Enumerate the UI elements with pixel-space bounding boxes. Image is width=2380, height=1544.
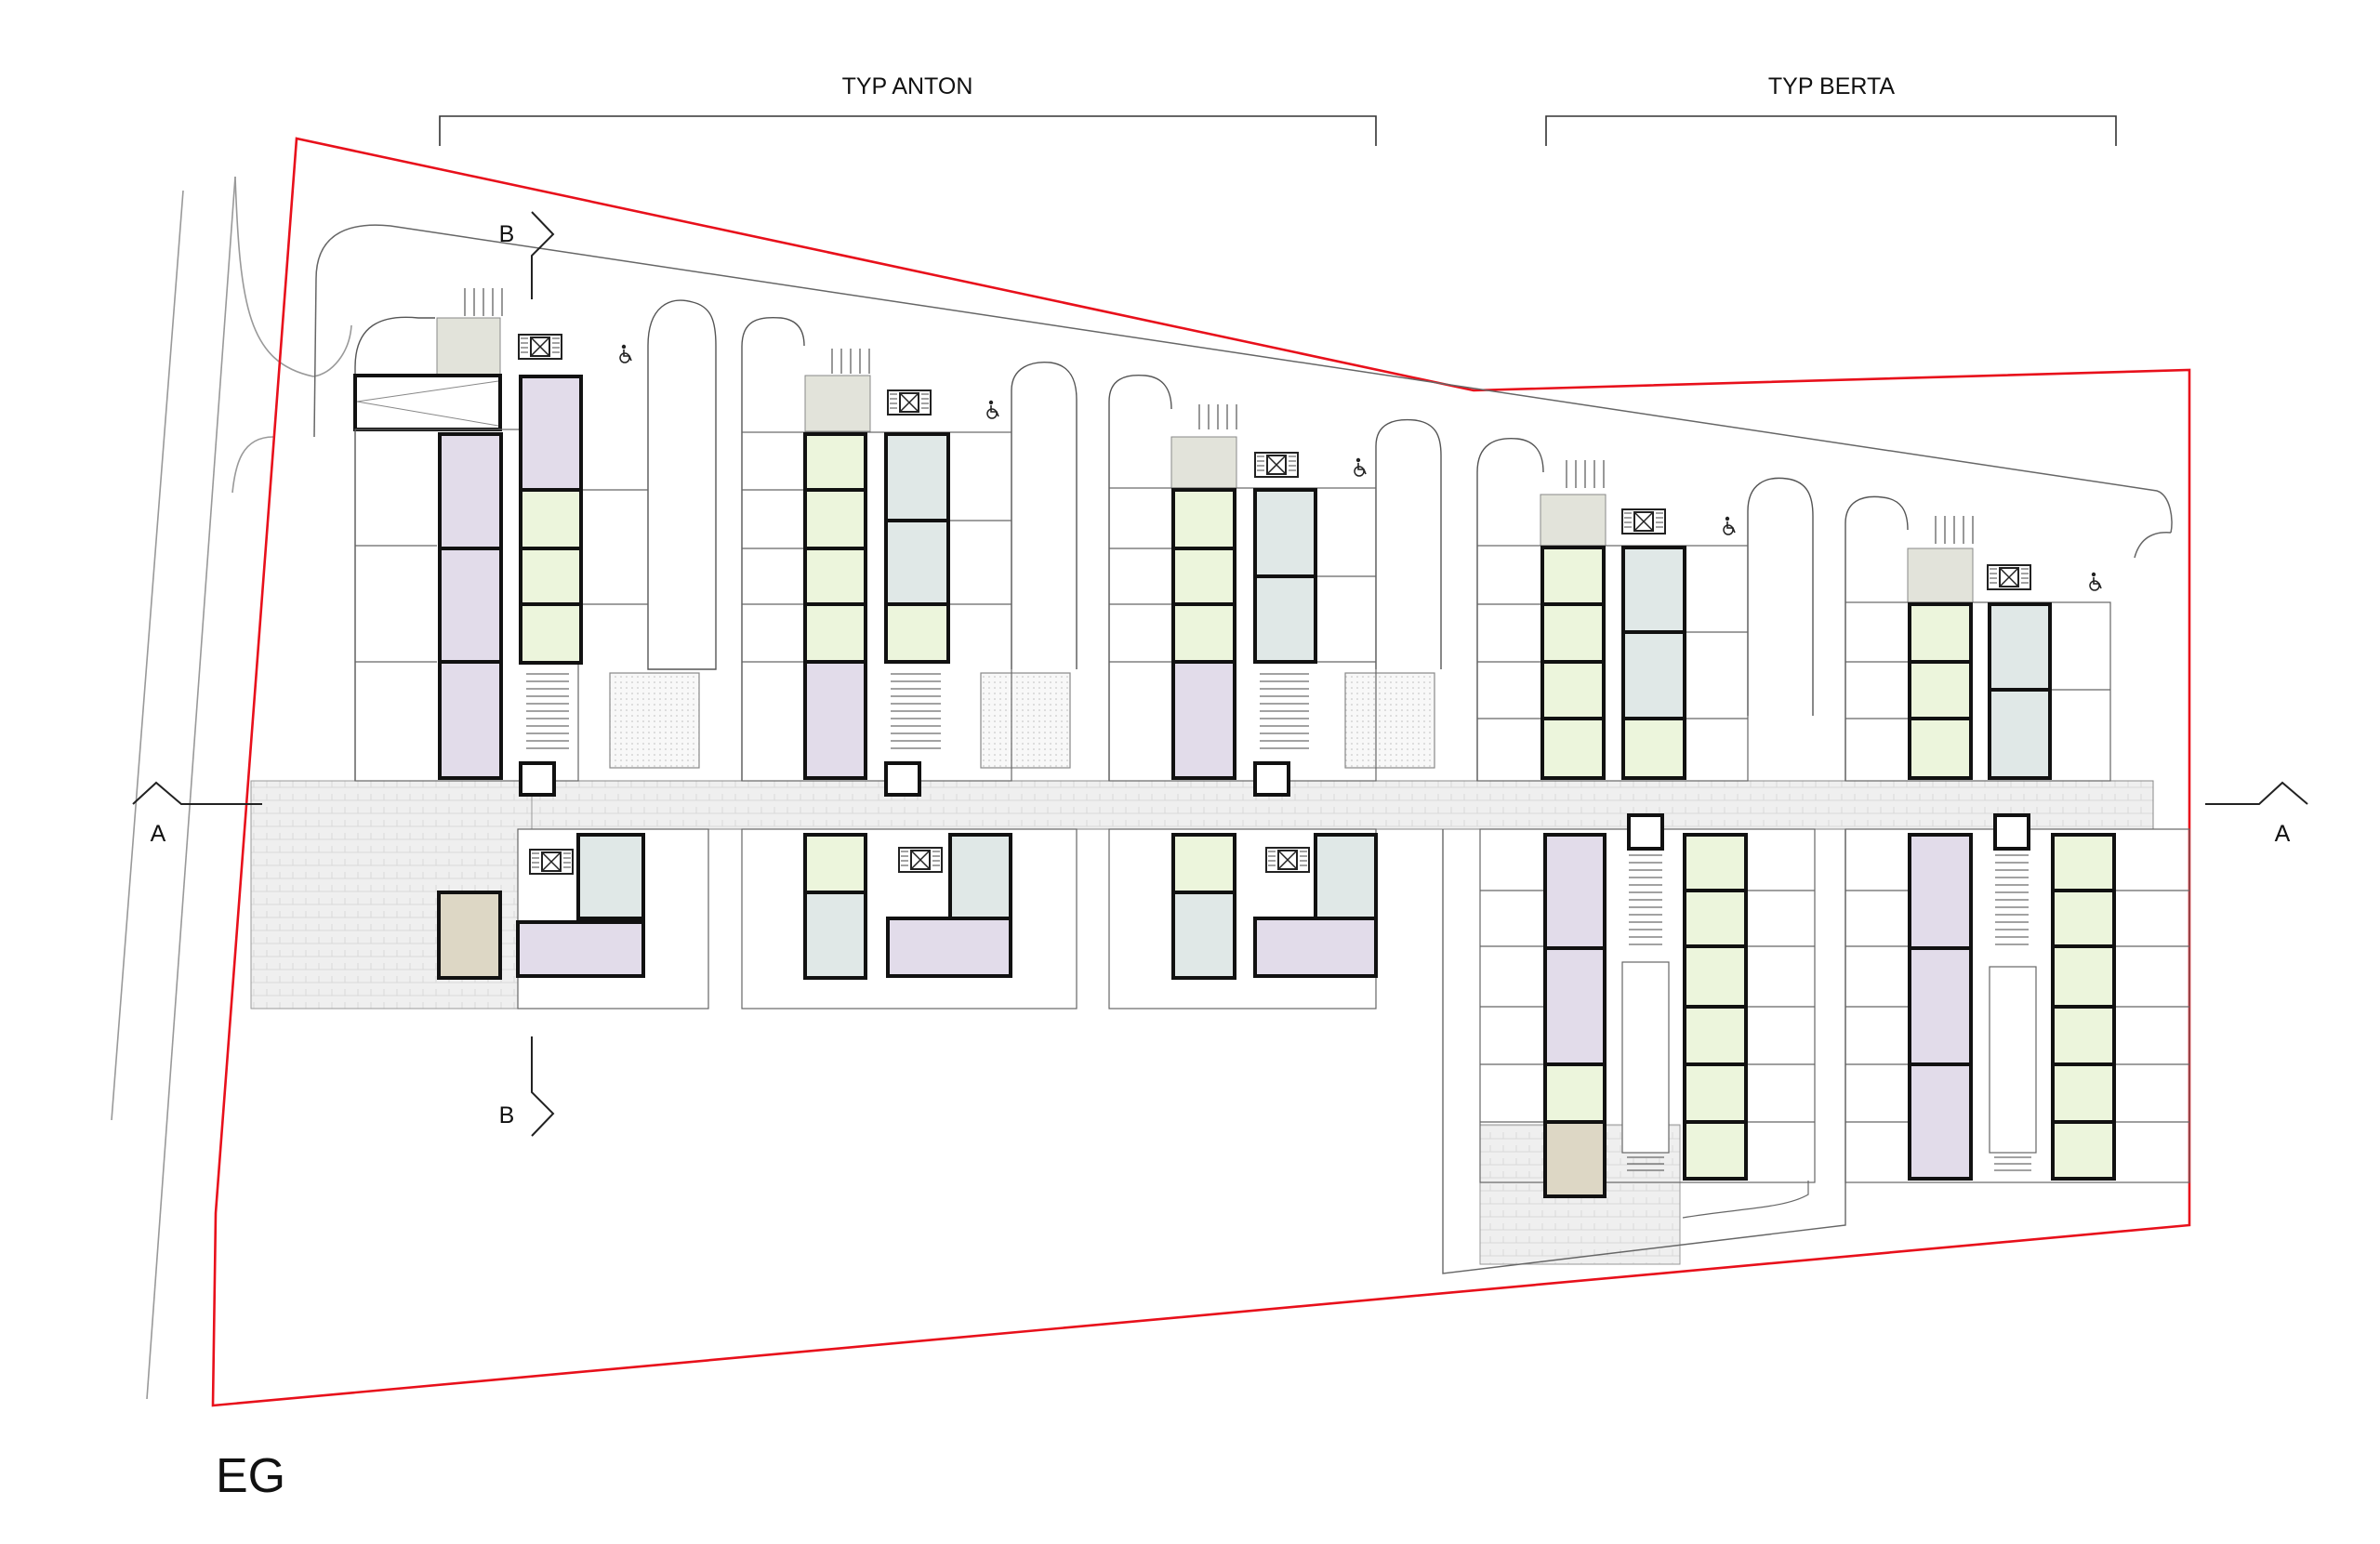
building-anton-1: [353, 288, 717, 1010]
playground-1: [609, 672, 700, 769]
road-lines: [111, 176, 352, 1400]
floor-label: EG: [216, 1449, 285, 1503]
building-anton-2: [741, 316, 1078, 1010]
section-label-b-top: B: [499, 221, 515, 247]
section-label-b-bottom: B: [499, 1102, 515, 1128]
property-boundary: [211, 137, 2191, 1407]
section-marker-b-bottom: [531, 1036, 555, 1137]
bracket-typ-berta: [1545, 115, 2117, 146]
section-label-a-left: A: [151, 821, 166, 847]
section-marker-a-right: [2205, 781, 2308, 805]
section-label-a-right: A: [2275, 821, 2291, 847]
bracket-typ-anton: [439, 115, 1377, 146]
label-typ-anton: TYP ANTON: [842, 73, 973, 99]
label-typ-berta: TYP BERTA: [1768, 73, 1895, 99]
building-berta-1: [1442, 438, 1846, 1274]
building-berta-2: [1844, 495, 2190, 1183]
access-road: [313, 224, 2173, 559]
central-walkway: [278, 780, 2154, 830]
playground-3: [1344, 672, 1435, 769]
section-marker-a-left: [132, 781, 262, 805]
playground-2: [980, 672, 1071, 769]
section-marker-b-top: [531, 211, 555, 299]
building-anton-3: [1108, 374, 1442, 1010]
